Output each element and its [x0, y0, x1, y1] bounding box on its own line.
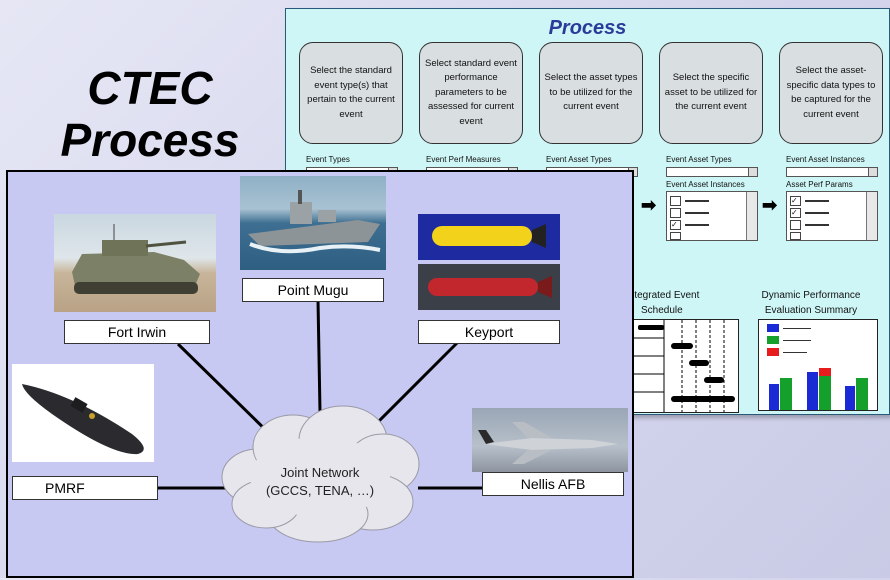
step-specific-asset[interactable]: Select the specific asset to be utilized…	[659, 42, 763, 144]
step-text: Select the asset-specific data types to …	[786, 65, 876, 120]
bar-green	[819, 376, 831, 410]
label-event-asset-instances-2: Event Asset Instances	[786, 155, 865, 164]
slide-title-line2: Process	[60, 114, 240, 166]
ship-image	[240, 176, 386, 270]
list-item	[805, 224, 829, 226]
label-event-types: Event Types	[306, 155, 350, 164]
gantt-svg	[634, 320, 735, 412]
scrollbar[interactable]	[746, 192, 757, 240]
summary-label-line2: Evaluation Summary	[764, 305, 858, 316]
checkbox-checked[interactable]: ✓	[670, 220, 681, 230]
scrollbar[interactable]	[866, 192, 877, 240]
legend-swatch-green	[767, 336, 779, 344]
node-label: Keyport	[464, 324, 514, 340]
label-event-asset-types: Event Asset Types	[546, 155, 612, 164]
network-lines	[156, 299, 482, 543]
tank-icon	[72, 224, 200, 294]
list-item	[805, 212, 829, 214]
schedule-label-line1: Integrated Event	[626, 290, 700, 301]
list-item	[805, 200, 829, 202]
legend-swatch-red	[767, 348, 779, 356]
network-center-line1: Joint Network	[280, 465, 360, 480]
gantt-bar	[689, 360, 709, 366]
schedule-chart	[633, 319, 739, 413]
slide-title: CTEC Process	[40, 62, 260, 166]
gantt-bar	[671, 396, 735, 402]
arrow-right-icon: ➡	[762, 195, 778, 215]
asset-instances-listbox[interactable]: ✓	[666, 191, 758, 241]
step-event-types[interactable]: Select the standard event type(s) that p…	[299, 42, 403, 144]
node-label: Fort Irwin	[107, 324, 167, 340]
legend-swatch-blue	[767, 324, 779, 332]
submarine-image	[12, 364, 154, 462]
list-item	[685, 200, 709, 202]
step-text: Select the asset types to be utilized fo…	[544, 72, 638, 113]
bar-blue	[845, 386, 855, 410]
torpedo-red-image	[418, 264, 560, 310]
node-pmrf[interactable]: PMRF	[12, 476, 158, 500]
step-data-types[interactable]: Select the asset-specific data types to …	[779, 42, 883, 144]
jet-icon	[478, 422, 618, 464]
step-asset-types[interactable]: Select the asset types to be utilized fo…	[539, 42, 643, 144]
process-title: Process	[548, 17, 627, 39]
ship-icon	[248, 190, 381, 254]
slide-title-line1: CTEC	[87, 62, 213, 114]
arrow-right-icon: ➡	[641, 195, 657, 215]
step-text: Select the specific asset to be utilized…	[664, 72, 758, 113]
node-point-mugu[interactable]: Point Mugu	[242, 278, 384, 302]
submarine-icon	[22, 384, 144, 455]
node-nellis-afb[interactable]: Nellis AFB	[482, 472, 624, 496]
label-event-asset-types-2: Event Asset Types	[666, 155, 732, 164]
tank-image	[54, 214, 216, 312]
checkbox-checked[interactable]	[790, 232, 801, 240]
bar-blue	[769, 384, 779, 410]
checkbox[interactable]	[790, 220, 801, 230]
gantt-bar	[704, 377, 724, 383]
gantt-bar	[638, 325, 664, 330]
network-center-line2: (GCCS, TENA, …)	[265, 483, 375, 498]
jet-image	[472, 408, 628, 472]
label-event-asset-instances: Event Asset Instances	[666, 180, 745, 189]
bar-green	[780, 378, 792, 410]
list-item	[685, 224, 709, 226]
schedule-label: Integrated Event Schedule	[626, 288, 726, 318]
event-asset-instances-dropdown[interactable]	[786, 167, 878, 177]
gantt-bar	[671, 343, 693, 349]
link-line	[176, 342, 280, 444]
asset-perf-params-listbox[interactable]: ✓ ✓	[786, 191, 878, 241]
schedule-label-line2: Schedule	[641, 305, 683, 316]
summary-label: Dynamic Performance Evaluation Summary	[751, 288, 871, 318]
bar-blue	[807, 372, 818, 410]
event-asset-types-dropdown-2[interactable]	[666, 167, 758, 177]
node-keyport[interactable]: Keyport	[418, 320, 560, 344]
node-label: PMRF	[45, 480, 85, 496]
torpedo-yellow-image	[418, 214, 560, 260]
step-text: Select standard event performance parame…	[425, 57, 517, 127]
checkbox-checked[interactable]: ✓	[790, 208, 801, 218]
label-asset-perf-params: Asset Perf Params	[786, 180, 853, 189]
node-label: Nellis AFB	[520, 476, 586, 492]
node-fort-irwin[interactable]: Fort Irwin	[64, 320, 210, 344]
link-line	[371, 340, 460, 429]
checkbox[interactable]	[670, 208, 681, 218]
torpedo-icon	[428, 276, 552, 298]
summary-label-line1: Dynamic Performance	[761, 290, 861, 301]
node-label: Point Mugu	[277, 282, 349, 298]
torpedo-icon	[432, 224, 546, 248]
list-item	[685, 212, 709, 214]
step-perf-params[interactable]: Select standard event performance parame…	[419, 42, 523, 144]
checkbox[interactable]	[670, 196, 681, 206]
bar-green	[856, 378, 868, 410]
checkbox-checked[interactable]: ✓	[790, 196, 801, 206]
label-event-perf-measures: Event Perf Measures	[426, 155, 501, 164]
checkbox[interactable]	[670, 232, 681, 240]
summary-chart	[758, 319, 878, 411]
bar-red	[819, 368, 831, 376]
network-panel: Joint Network (GCCS, TENA, …) Fort Irwin…	[6, 170, 634, 578]
cloud-icon	[221, 405, 420, 543]
link-line	[316, 299, 322, 413]
step-text: Select the standard event type(s) that p…	[307, 65, 395, 120]
